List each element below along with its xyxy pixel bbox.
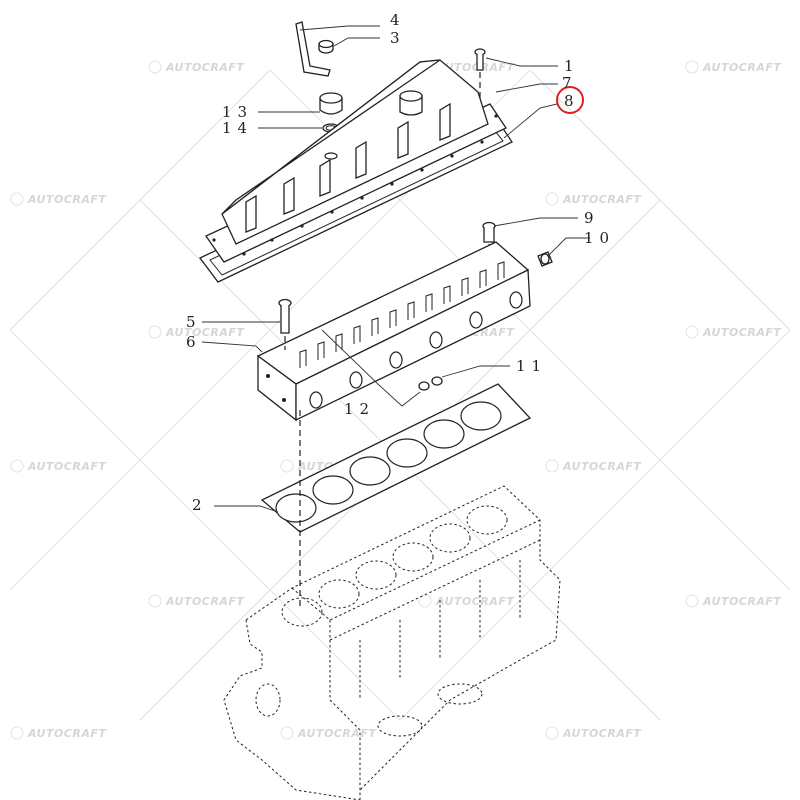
lifting-bracket <box>295 21 334 77</box>
engine-block <box>223 485 561 800</box>
callout-6: 6 <box>186 333 202 351</box>
svg-text:AUTOCRAFT: AUTOCRAFT <box>27 727 107 740</box>
svg-text:AUTOCRAFT: AUTOCRAFT <box>562 727 642 740</box>
cylinder-head <box>256 241 531 422</box>
valve-springs <box>299 261 505 368</box>
svg-text:AUTOCRAFT: AUTOCRAFT <box>702 61 782 74</box>
svg-text:AUTOCRAFT: AUTOCRAFT <box>435 595 515 608</box>
callout-11: 11 <box>516 357 547 375</box>
cover-flange-holes <box>212 114 498 256</box>
callout-highlight-ring <box>556 86 584 114</box>
watermark-logo: AUTOCRAFT <box>280 726 377 740</box>
cover-bolt <box>474 48 486 118</box>
svg-text:AUTOCRAFT: AUTOCRAFT <box>562 460 642 473</box>
callout-1: 1 <box>564 57 580 75</box>
watermark-logo: AUTOCRAFT <box>148 60 245 74</box>
callout-10: 10 <box>584 229 615 247</box>
watermark-logo: AUTOCRAFT <box>685 594 782 608</box>
svg-text:AUTOCRAFT: AUTOCRAFT <box>165 61 245 74</box>
watermark-logo: AUTOCRAFT <box>545 192 642 206</box>
svg-text:AUTOCRAFT: AUTOCRAFT <box>297 727 377 740</box>
svg-text:AUTOCRAFT: AUTOCRAFT <box>435 61 515 74</box>
svg-text:AUTOCRAFT: AUTOCRAFT <box>702 326 782 339</box>
svg-text:AUTOCRAFT: AUTOCRAFT <box>27 460 107 473</box>
watermark-logo: AUTOCRAFT <box>10 726 107 740</box>
svg-text:AUTOCRAFT: AUTOCRAFT <box>27 193 107 206</box>
callout-3: 3 <box>390 29 406 47</box>
callout-12: 12 <box>344 400 375 418</box>
watermark-logo: AUTOCRAFT <box>418 594 515 608</box>
watermark-logo: AUTOCRAFT <box>148 594 245 608</box>
watermark-logo: AUTOCRAFT <box>545 726 642 740</box>
callout-14: 14 <box>222 119 253 137</box>
head-bolt-5 <box>278 298 292 350</box>
callout-2: 2 <box>192 496 208 514</box>
callout-labels: 4 3 1 7 8 13 14 9 10 5 6 11 12 2 <box>186 11 615 514</box>
svg-text:AUTOCRAFT: AUTOCRAFT <box>702 595 782 608</box>
callout-5: 5 <box>186 313 202 331</box>
callout-7: 7 <box>562 74 578 92</box>
watermark-logo: AUTOCRAFT <box>685 325 782 339</box>
svg-text:AUTOCRAFT: AUTOCRAFT <box>165 326 245 339</box>
leader-lines <box>201 25 590 513</box>
watermark-logo: AUTOCRAFT <box>148 325 245 339</box>
callout-4: 4 <box>390 11 406 29</box>
head-gasket <box>260 383 532 533</box>
head-ports <box>309 291 523 409</box>
watermark-logo: AUTOCRAFT <box>10 192 107 206</box>
callout-8[interactable]: 8 <box>564 92 580 110</box>
callout-9: 9 <box>584 209 600 227</box>
svg-text:AUTOCRAFT: AUTOCRAFT <box>165 595 245 608</box>
watermark-logo: AUTOCRAFT <box>545 459 642 473</box>
svg-text:AUTOCRAFT: AUTOCRAFT <box>562 193 642 206</box>
callout-13: 13 <box>222 103 253 121</box>
watermark-logo: AUTOCRAFT <box>10 459 107 473</box>
rocker-cover <box>199 59 513 283</box>
watermark-logo: AUTOCRAFT <box>685 60 782 74</box>
dowel-pins <box>418 376 443 391</box>
